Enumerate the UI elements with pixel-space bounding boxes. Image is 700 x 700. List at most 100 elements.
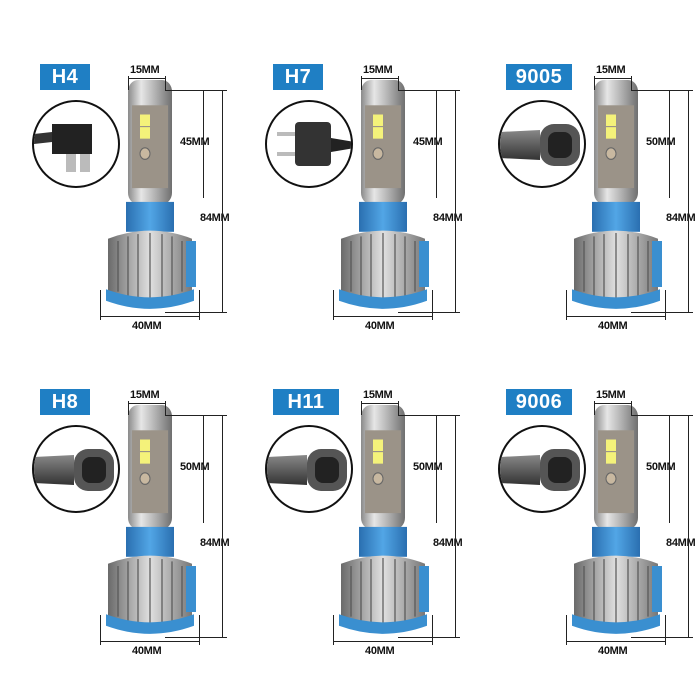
dimension-line xyxy=(361,403,398,404)
dimension-line xyxy=(128,401,129,415)
socket-type-badge: 9006 xyxy=(506,389,572,415)
dimension-line xyxy=(631,415,693,416)
base-width-label: 40MM xyxy=(598,645,628,657)
bulb-panel-h7: H7 15MM 45MM 84MM 40MM xyxy=(233,50,466,380)
dimension-line xyxy=(455,90,456,312)
socket-type-badge: H4 xyxy=(40,64,90,90)
bulb-panel-h4: H4 15MM 45MM 84MM 40MM xyxy=(0,50,233,380)
dimension-line xyxy=(100,316,200,317)
dimension-line xyxy=(665,290,666,320)
dimension-line xyxy=(594,76,595,90)
dimension-line xyxy=(333,615,334,645)
dimension-line xyxy=(165,76,166,90)
dimension-line xyxy=(398,415,460,416)
base-width-label: 40MM xyxy=(598,320,628,332)
dimension-line xyxy=(128,76,129,90)
9005-plug-icon xyxy=(498,100,586,188)
head-height-label: 45MM xyxy=(180,136,210,148)
dimension-line xyxy=(669,415,670,523)
dimension-line xyxy=(361,78,398,79)
total-height-label: 84MM xyxy=(200,537,230,549)
dimension-line xyxy=(398,401,399,415)
dimension-line xyxy=(566,290,567,320)
dimension-line xyxy=(199,290,200,320)
dimension-line xyxy=(128,78,165,79)
led-bulb-icon xyxy=(100,80,200,315)
dimension-line xyxy=(566,316,666,317)
dimension-line xyxy=(398,312,460,313)
dimension-line xyxy=(222,415,223,637)
dimension-line xyxy=(361,76,362,90)
socket-type-badge: H7 xyxy=(273,64,323,90)
h4-three-prong-plug-icon xyxy=(32,100,120,188)
dimension-line xyxy=(100,290,101,320)
dimension-line xyxy=(100,615,101,645)
base-width-label: 40MM xyxy=(365,320,395,332)
dimension-line xyxy=(333,290,334,320)
dimension-line xyxy=(398,76,399,90)
dimension-line xyxy=(398,637,460,638)
dimension-line xyxy=(432,615,433,645)
dimension-line xyxy=(100,641,200,642)
dimension-line xyxy=(333,316,433,317)
dimension-line xyxy=(594,78,631,79)
total-height-label: 84MM xyxy=(433,537,463,549)
dimension-line xyxy=(594,401,595,415)
dimension-line xyxy=(566,615,567,645)
led-bulb-icon xyxy=(333,405,433,640)
total-height-label: 84MM xyxy=(666,537,696,549)
h7-two-pin-plug-icon xyxy=(265,100,353,188)
dimension-line xyxy=(199,615,200,645)
dimension-line xyxy=(665,615,666,645)
dimension-line xyxy=(688,415,689,637)
dimension-line xyxy=(203,90,204,198)
top-width-label: 15MM xyxy=(363,64,393,76)
base-width-label: 40MM xyxy=(132,645,162,657)
led-bulb-icon xyxy=(333,80,433,315)
base-width-label: 40MM xyxy=(365,645,395,657)
socket-type-badge: H11 xyxy=(273,389,339,415)
dimension-line xyxy=(631,90,693,91)
socket-type-badge: 9005 xyxy=(506,64,572,90)
top-width-label: 15MM xyxy=(596,64,626,76)
dimension-line xyxy=(203,415,204,523)
dimension-line xyxy=(333,641,433,642)
dimension-line xyxy=(432,290,433,320)
dimension-line xyxy=(594,403,631,404)
dimension-line xyxy=(436,90,437,198)
head-height-label: 50MM xyxy=(646,136,676,148)
dimension-line xyxy=(398,90,460,91)
dimension-line xyxy=(566,641,666,642)
top-width-label: 15MM xyxy=(596,389,626,401)
led-bulb-icon xyxy=(566,405,666,640)
head-height-label: 50MM xyxy=(180,461,210,473)
total-height-label: 84MM xyxy=(200,212,230,224)
dimension-line xyxy=(165,90,227,91)
dimension-line xyxy=(455,415,456,637)
led-bulb-icon xyxy=(100,405,200,640)
h8-plug-icon xyxy=(32,425,120,513)
bulb-panel-9005: 9005 15MM 50MM 84MM 40MM xyxy=(466,50,699,380)
total-height-label: 84MM xyxy=(433,212,463,224)
base-width-label: 40MM xyxy=(132,320,162,332)
dimension-line xyxy=(436,415,437,523)
dimension-line xyxy=(631,401,632,415)
dimension-line xyxy=(631,76,632,90)
dimension-line xyxy=(631,637,693,638)
total-height-label: 84MM xyxy=(666,212,696,224)
top-width-label: 15MM xyxy=(363,389,393,401)
dimension-line xyxy=(631,312,693,313)
dimension-line xyxy=(128,403,165,404)
top-width-label: 15MM xyxy=(130,64,160,76)
head-height-label: 45MM xyxy=(413,136,443,148)
9006-plug-icon xyxy=(498,425,586,513)
socket-type-badge: H8 xyxy=(40,389,90,415)
dimension-line xyxy=(165,637,227,638)
h11-plug-icon xyxy=(265,425,353,513)
dimension-line xyxy=(222,90,223,312)
dimension-line xyxy=(669,90,670,198)
dimension-line xyxy=(165,312,227,313)
